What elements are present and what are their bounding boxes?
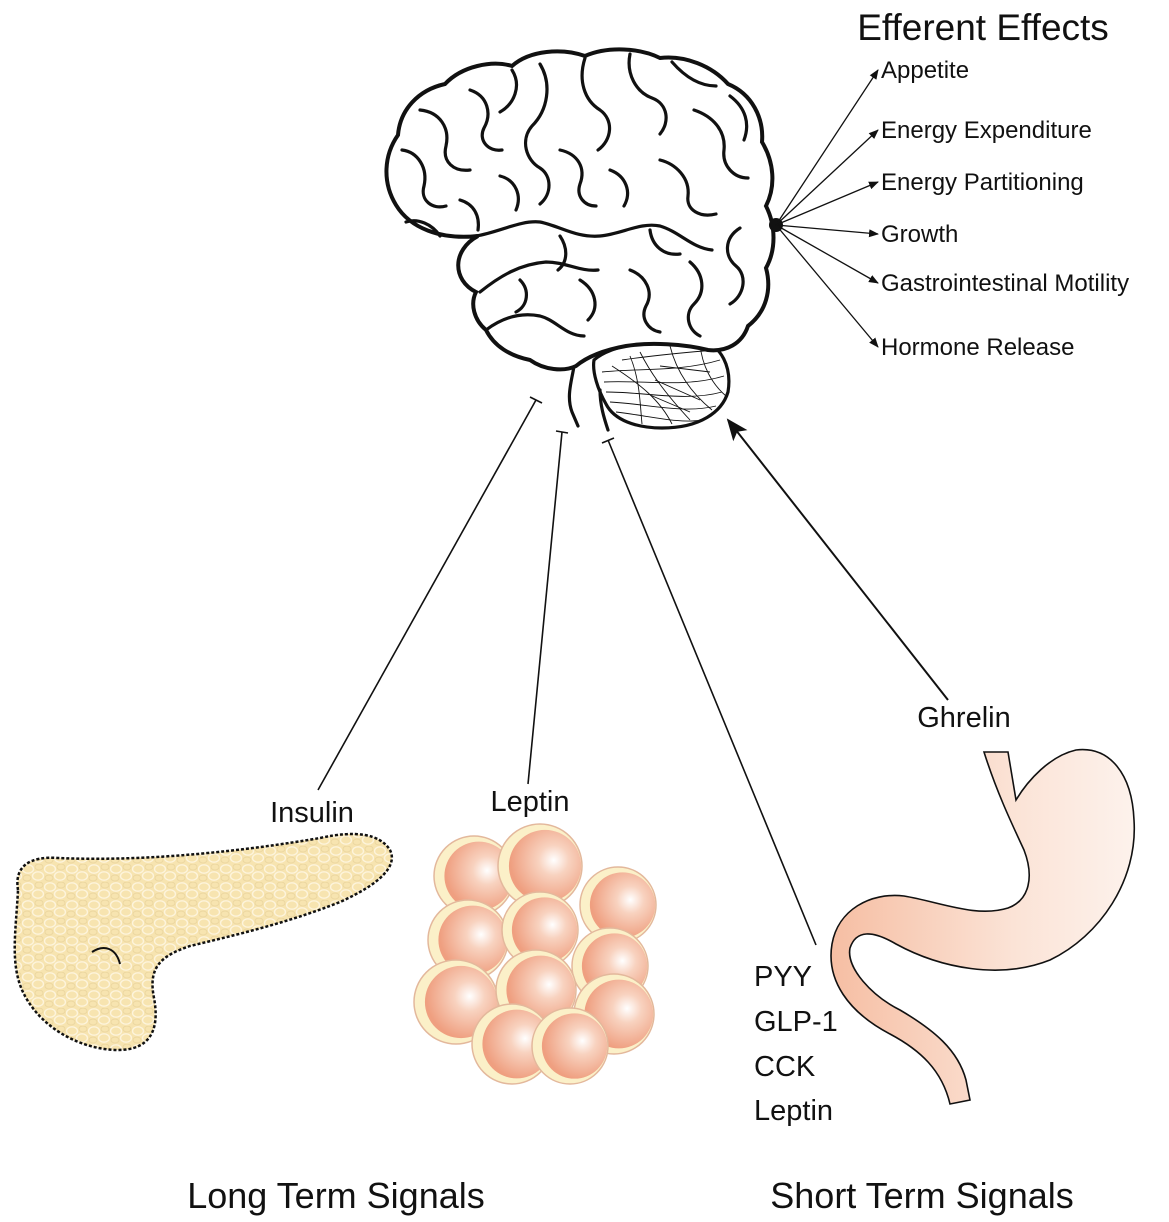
- effect-arrow: [776, 225, 878, 283]
- signal-leptin-short: Leptin: [754, 1095, 833, 1127]
- stomach-illustration: [831, 750, 1134, 1104]
- signal-pyy: PYY: [754, 961, 812, 993]
- ghrelin-label: Ghrelin: [917, 702, 1011, 734]
- short-term-signals-label: Short Term Signals: [770, 1175, 1073, 1216]
- brain-illustration: [386, 49, 773, 430]
- signal-glp1: GLP-1: [754, 1006, 838, 1038]
- ghrelin-stimulate-arrow: [728, 420, 948, 700]
- short-term-inhibit-line: [608, 440, 816, 945]
- brain-stem: [569, 366, 578, 426]
- effect-label: Hormone Release: [881, 334, 1074, 361]
- signal-cck: CCK: [754, 1051, 816, 1083]
- adipose-tissue-illustration: [414, 824, 656, 1084]
- short-term-signal-list: PYY GLP-1 CCK Leptin: [754, 961, 838, 1127]
- cerebrum: [386, 49, 773, 369]
- cerebellum: [594, 339, 729, 428]
- leptin-label: Leptin: [490, 786, 569, 818]
- effect-arrow: [776, 225, 878, 234]
- effect-label: Appetite: [881, 57, 969, 84]
- insulin-label: Insulin: [270, 797, 354, 829]
- effect-arrow: [776, 70, 878, 225]
- leptin-inhibit-line: [528, 432, 562, 784]
- effect-arrow: [776, 130, 878, 225]
- long-term-signals-label: Long Term Signals: [187, 1175, 485, 1216]
- efferent-effects-title: Efferent Effects: [857, 7, 1109, 48]
- effect-label: Energy Expenditure: [881, 117, 1092, 144]
- insulin-inhibit-line: [318, 400, 536, 790]
- effect-arrow: [776, 225, 878, 347]
- effect-label: Gastrointestinal Motility: [881, 270, 1129, 297]
- signal-lines: [318, 397, 948, 945]
- effect-arrow: [776, 182, 878, 225]
- pancreas-illustration: [15, 834, 392, 1050]
- effect-label: Growth: [881, 221, 958, 248]
- fat-cell: [532, 1008, 608, 1084]
- effect-label: Energy Partitioning: [881, 169, 1084, 196]
